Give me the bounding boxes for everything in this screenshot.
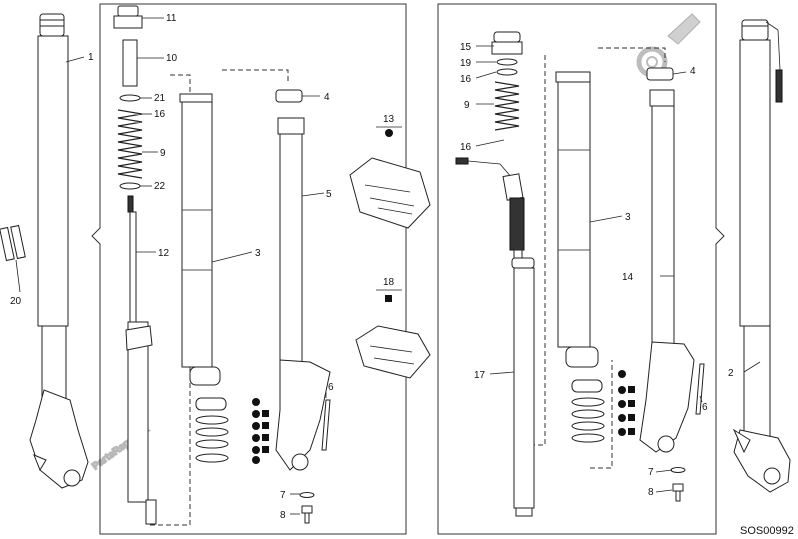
callout-label: 3	[255, 248, 261, 259]
callout-label: 13	[383, 114, 395, 125]
callout-label: 6	[702, 402, 708, 413]
marker-column-left	[252, 398, 269, 464]
drawing-code: SOS00992	[740, 525, 794, 537]
cap-4-left	[275, 89, 303, 103]
washer-19	[496, 58, 518, 66]
callout-label: 8	[280, 510, 286, 521]
callout-label: 21	[154, 93, 166, 104]
callouts-left: 1 11 10 21 16 9 22 12 3 4 5 6 7 8 20	[10, 13, 334, 521]
damper-rod-12	[125, 195, 157, 525]
callout-label: 18	[383, 277, 395, 288]
washer-7-left	[299, 492, 315, 498]
callout-label: 8	[648, 487, 654, 498]
callout-label: 7	[280, 490, 286, 501]
callout-label: 16	[460, 74, 472, 85]
rod-17	[511, 257, 535, 517]
callout-label: 9	[464, 100, 470, 111]
callout-label: 10	[166, 53, 178, 64]
callout-label: 17	[474, 370, 486, 381]
kit-18	[355, 289, 431, 379]
seal-stack-right	[571, 379, 605, 443]
kit-13	[349, 126, 431, 229]
spring-9-left	[117, 109, 143, 179]
callout-label: 6	[328, 382, 334, 393]
pads-20	[0, 224, 26, 262]
callout-label: 22	[154, 181, 166, 192]
inner-tube-3-left	[179, 93, 221, 386]
callout-label: 4	[324, 92, 330, 103]
washer-21	[119, 94, 141, 102]
bolt-6-right	[695, 363, 705, 415]
callout-label: 3	[625, 212, 631, 223]
sleeve-10	[122, 39, 138, 87]
callout-label: 19	[460, 58, 472, 69]
callout-label: 1	[88, 52, 94, 63]
callout-label: 2	[728, 368, 734, 379]
callout-label: 11	[166, 13, 177, 24]
outer-tube-5	[275, 117, 331, 471]
callout-label: 16	[460, 142, 472, 153]
bolt-8-right	[672, 483, 684, 502]
callout-leaders	[15, 17, 761, 515]
callout-label: 4	[690, 66, 696, 77]
callout-label: 5	[326, 189, 332, 200]
seal-stack-left	[195, 397, 229, 463]
cap-4-right	[646, 67, 674, 81]
washer-7-right	[670, 467, 686, 473]
callout-label: 7	[648, 467, 654, 478]
cap-15	[491, 31, 523, 55]
callout-label: 20	[10, 296, 22, 307]
fork-tube-right	[732, 19, 791, 493]
callouts-mid: 13 18	[383, 114, 395, 288]
callout-label: 12	[158, 248, 170, 259]
left-frame	[91, 3, 407, 535]
fork-tube-left	[29, 13, 89, 489]
spring-9-right	[494, 81, 520, 131]
cartridge-sensor	[455, 157, 525, 259]
bolt-6-left	[321, 399, 331, 451]
washer-22	[119, 182, 141, 190]
marker-column-right	[618, 370, 635, 436]
outer-tube-14	[639, 89, 695, 453]
callout-label: 14	[622, 272, 634, 283]
washer-16-upper	[496, 68, 518, 76]
callout-label: 15	[460, 42, 472, 53]
callouts-right: 15 19 16 9 16 3 4 14 17 2 6 7 8	[460, 42, 734, 498]
bolt-8-left	[301, 505, 313, 524]
right-frame	[437, 3, 725, 535]
inner-tube-3-right	[555, 71, 599, 368]
callout-label: 9	[160, 148, 166, 159]
cap-11	[113, 5, 143, 29]
callout-label: 16	[154, 109, 166, 120]
